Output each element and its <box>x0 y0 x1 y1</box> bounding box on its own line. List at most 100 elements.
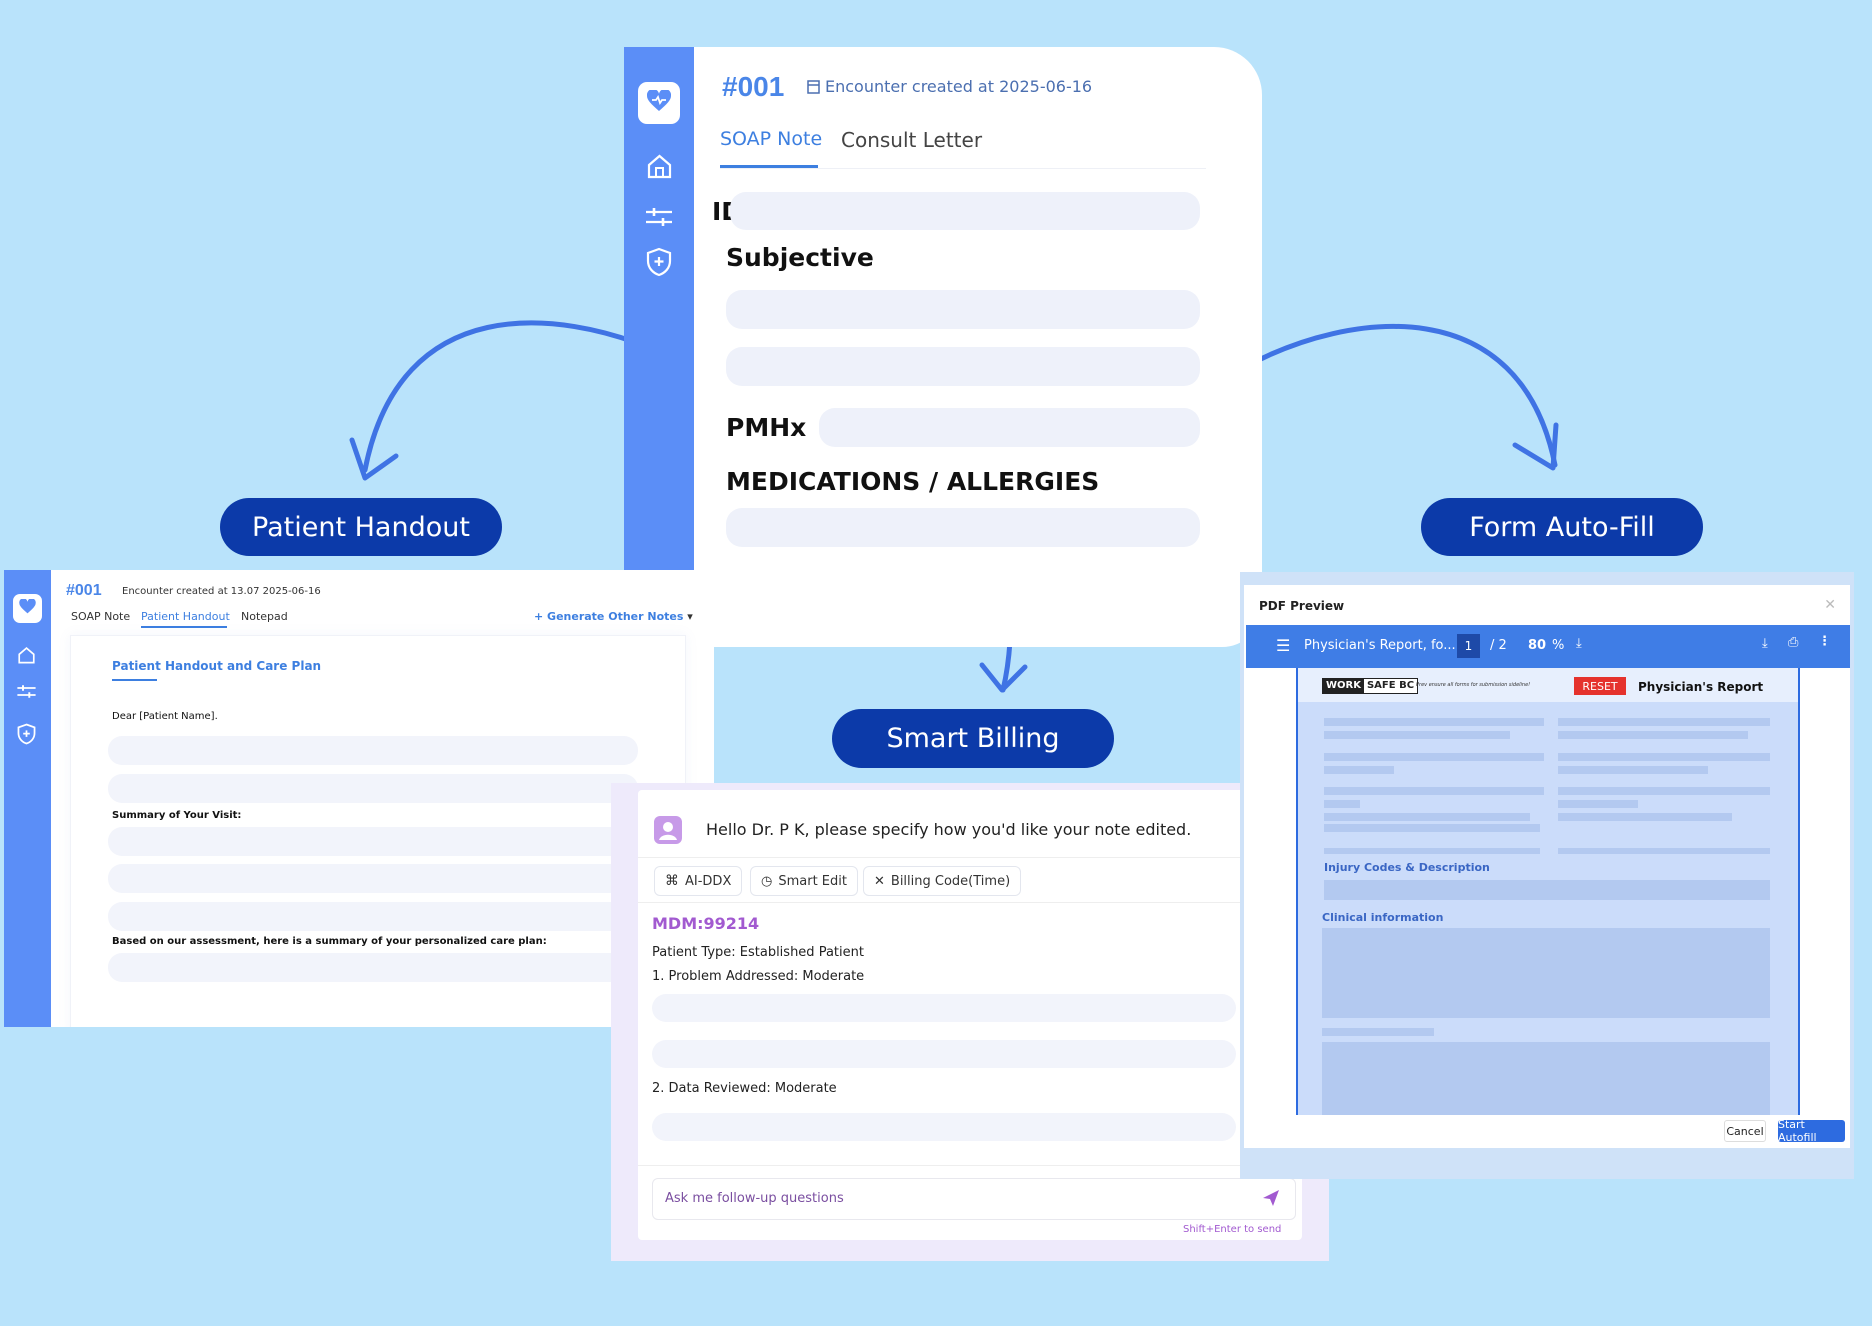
handout-line-2 <box>108 774 638 803</box>
pdf-tagline: Prev ensure all forms for submission sid… <box>1416 682 1531 688</box>
chip-billing-code[interactable]: ✕Billing Code(Time) <box>863 866 1022 896</box>
pdf-line <box>1324 813 1530 821</box>
handout-tab-underline <box>141 626 227 628</box>
more-icon[interactable]: ⋮ <box>1818 634 1831 649</box>
pdf-zoom[interactable]: 80 <box>1528 638 1547 653</box>
pdf-injury-label: Injury Codes & Description <box>1324 861 1490 874</box>
tab-consult-letter[interactable]: Consult Letter <box>841 128 983 152</box>
care-plan-line <box>108 953 638 982</box>
pdf-page-total: / 2 <box>1490 638 1507 653</box>
start-autofill-button[interactable]: Start Autofill <box>1778 1118 1845 1144</box>
handout-encounter-id: #001 <box>66 582 102 599</box>
menu-icon[interactable]: ☰ <box>1276 636 1291 655</box>
mdm-code: MDM:99214 <box>652 914 760 933</box>
app-logo[interactable] <box>638 82 680 124</box>
arrow-to-autofill-head <box>1512 422 1559 471</box>
heart-icon <box>19 598 36 618</box>
billing-chip-divider <box>638 902 1302 903</box>
cancel-button[interactable]: Cancel <box>1724 1120 1766 1142</box>
encounter-meta: Encounter created at 2025-06-16 <box>825 77 1093 96</box>
follow-up-placeholder: Ask me follow-up questions <box>665 1191 844 1206</box>
pdf-line <box>1324 848 1540 854</box>
sliders-icon[interactable] <box>16 683 37 704</box>
handout-tab-patient-handout[interactable]: Patient Handout <box>141 610 230 623</box>
handout-greeting: Dear [Patient Name]. <box>112 711 218 722</box>
summary-label: Summary of Your Visit: <box>112 810 242 821</box>
pdf-line <box>1558 753 1770 761</box>
pdf-clinical-label: Clinical information <box>1322 911 1444 924</box>
shield-plus-icon[interactable] <box>17 723 36 749</box>
handout-line-1 <box>108 736 638 765</box>
tab-soap-note[interactable]: SOAP Note <box>720 128 823 150</box>
print-icon[interactable]: ⎙ <box>1788 635 1799 650</box>
tab-divider <box>720 168 1206 169</box>
billing-greeting: Hello Dr. P K, please specify how you'd … <box>706 820 1192 839</box>
summary-line-3 <box>108 902 638 931</box>
chip-ai-ddx[interactable]: ⌘AI-DDX <box>654 866 743 896</box>
pdf-line <box>1558 813 1732 821</box>
handout-title-underline <box>112 679 157 681</box>
home-icon[interactable] <box>17 646 36 668</box>
calendar-icon <box>807 79 820 98</box>
pdf-line <box>1558 848 1770 854</box>
problem-addressed: 1. Problem Addressed: Moderate <box>652 969 865 984</box>
subjective-field-1 <box>726 290 1200 329</box>
problem-line-1 <box>652 994 1236 1022</box>
pdf-line <box>1558 766 1708 774</box>
handout-tab-soap[interactable]: SOAP Note <box>71 610 131 623</box>
avatar <box>654 816 682 844</box>
handout-encounter-meta: Encounter created at 13.07 2025-06-16 <box>122 586 321 597</box>
chip-smart-edit[interactable]: ◷Smart Edit <box>750 866 858 896</box>
summary-line-1 <box>108 827 638 856</box>
pill-patient-handout: Patient Handout <box>220 498 502 556</box>
arrow-to-handout <box>362 320 658 473</box>
download-icon-2[interactable]: ⤓ <box>1762 636 1768 651</box>
send-icon[interactable] <box>1261 1188 1281 1212</box>
arrow-to-billing-head <box>979 662 1028 693</box>
pdf-page-input[interactable]: 1 <box>1457 634 1480 658</box>
clock-icon: ◷ <box>761 873 773 889</box>
billing-header-divider <box>638 857 1302 858</box>
handout-document: Patient Handout and Care Plan Dear [Pati… <box>70 635 686 1027</box>
pdf-field <box>1322 1042 1770 1115</box>
id-field <box>730 192 1200 230</box>
sidebar <box>624 47 694 647</box>
arrow-to-handout-head <box>349 437 399 481</box>
medications-field <box>726 508 1200 547</box>
heart-icon <box>646 88 672 116</box>
handout-tab-notepad[interactable]: Notepad <box>241 610 288 623</box>
pill-smart-billing: Smart Billing <box>832 709 1114 768</box>
pdf-clinical-field <box>1322 928 1770 1018</box>
download-icon[interactable]: ⤓ <box>1576 636 1582 651</box>
pdf-line <box>1324 753 1544 761</box>
section-medications: MEDICATIONS / ALLERGIES <box>726 467 1100 496</box>
problem-line-2 <box>652 1040 1236 1068</box>
plus-icon: + <box>534 610 548 623</box>
close-icon[interactable]: ✕ <box>1824 597 1836 613</box>
billing-footer-divider <box>638 1165 1302 1166</box>
handout-app-logo[interactable] <box>13 594 42 623</box>
smart-billing-panel: Hello Dr. P K, please specify how you'd … <box>638 790 1302 1240</box>
pdf-line <box>1324 800 1360 808</box>
data-reviewed: 2. Data Reviewed: Moderate <box>652 1081 837 1096</box>
summary-line-2 <box>108 864 638 893</box>
command-icon: ⌘ <box>665 873 679 889</box>
worksafe-logo: WORK SAFE BC <box>1322 678 1419 694</box>
handout-title: Patient Handout and Care Plan <box>112 659 322 673</box>
pdf-line <box>1324 718 1544 726</box>
pill-form-autofill: Form Auto-Fill <box>1421 498 1703 556</box>
section-pmhx: PMHx <box>726 413 807 442</box>
data-reviewed-line <box>652 1113 1236 1141</box>
pdf-reset-button[interactable]: RESET <box>1574 677 1626 695</box>
patient-handout-panel: #001 Encounter created at 13.07 2025-06-… <box>4 570 714 1027</box>
sliders-icon[interactable] <box>644 205 674 233</box>
generate-other-notes-button[interactable]: + Generate Other Notes ▾ <box>534 610 693 623</box>
pdf-line <box>1324 824 1540 832</box>
shield-plus-icon[interactable] <box>646 247 672 281</box>
pdf-line <box>1558 718 1770 726</box>
pdf-toolbar: ☰ Physician's Report, fo... 1 / 2 80 % ⤓… <box>1246 625 1850 668</box>
tab-active-underline <box>720 165 818 168</box>
follow-up-input[interactable]: Ask me follow-up questions <box>652 1178 1296 1220</box>
home-icon[interactable] <box>646 153 673 183</box>
x-icon: ✕ <box>874 873 885 889</box>
